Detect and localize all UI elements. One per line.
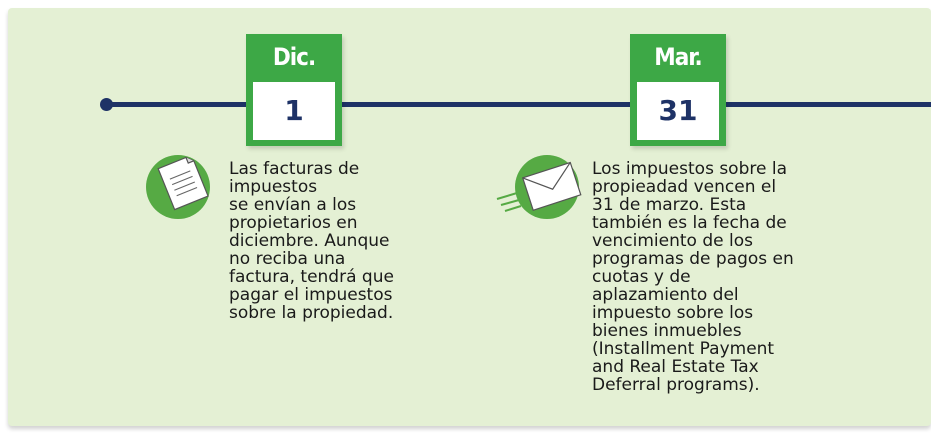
date-month: Mar. [654, 43, 703, 71]
date-box-march: Mar. 31 [630, 34, 726, 146]
timeline-line [106, 102, 931, 107]
event-description: Los impuestos sobre la propieadad vencen… [592, 159, 794, 395]
timeline-start-dot [100, 98, 113, 111]
heading-partial [0, 0, 400, 6]
date-box-december: Dic. 1 [246, 34, 342, 146]
date-month: Dic. [272, 43, 316, 71]
date-day-card: 31 [637, 82, 719, 140]
timeline-panel [8, 8, 931, 426]
envelope-icon [496, 161, 582, 212]
envelope-icon-badge [496, 155, 582, 219]
document-icon [157, 156, 209, 211]
date-day: 1 [284, 94, 304, 127]
date-day: 31 [658, 94, 698, 127]
event-description: Las facturas de impuestos se envían a lo… [229, 159, 394, 323]
date-day-card: 1 [253, 82, 335, 140]
document-icon-badge [146, 155, 210, 219]
